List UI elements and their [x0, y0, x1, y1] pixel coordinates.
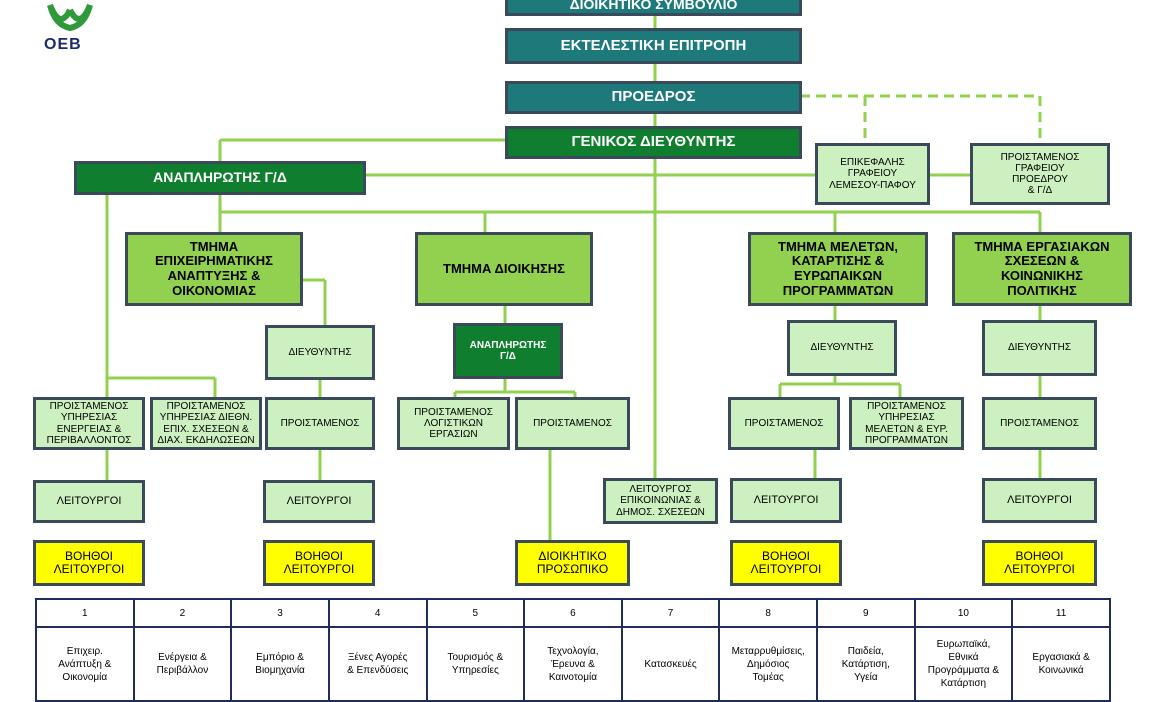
deputy-gd-admin[interactable]: ΑΝΑΠΛΗΡΩΤΗΣ Γ/Δ — [453, 323, 563, 379]
director-labour[interactable]: ΔΙΕΥΘΥΝΤΗΣ — [982, 320, 1097, 376]
sectors-number-row: 1 2 3 4 5 6 7 8 9 10 11 — [35, 598, 1111, 628]
officers-labour-label: ΛΕΙΤΟΥΡΓΟΙ — [1007, 494, 1072, 507]
officers-studies[interactable]: ΛΕΙΤΟΥΡΓΟΙ — [730, 478, 842, 523]
director-labour-label: ΔΙΕΥΘΥΝΤΗΣ — [1007, 342, 1072, 354]
dept-studies-label: ΤΜΗΜΑ ΜΕΛΕΤΩΝ, ΚΑΤΑΡΤΙΣΗΣ & ΕΥΡΩΠΑΙΚΩΝ Π… — [778, 238, 898, 298]
board-box[interactable]: ΔΙΟΙΚΗΤΙΚΟ ΣΥΜΒΟΥΛΙΟ — [505, 0, 802, 16]
deputy-gm-label: ΑΝΑΠΛΗΡΩΤΗΣ Γ/Δ — [153, 169, 287, 186]
president-label: ΠΡΟΕΔΡΟΣ — [611, 88, 696, 106]
sector-label: Τουρισμός & Υπηρεσίες — [425, 626, 526, 702]
sector-label: Τεχνολογία, Έρευνα & Καινοτομία — [523, 626, 623, 702]
head-studies-label: ΠΡΟΙΣΤΑΜΕΝΟΣ ΥΠΗΡΕΣΙΑΣ ΜΕΛΕΤΩΝ & ΕΥΡ. ΠΡ… — [865, 401, 948, 446]
deputy-gm-box[interactable]: ΑΝΑΠΛΗΡΩΤΗΣ Γ/Δ — [74, 161, 366, 195]
sector-number: 2 — [132, 598, 233, 628]
deputy-gd-admin-label: ΑΝΑΠΛΗΡΩΤΗΣ Γ/Δ — [469, 339, 547, 362]
sector-label: Ευρωπαϊκά, Εθνικά Προγράμματα & Κατάρτισ… — [913, 626, 1014, 702]
head-business[interactable]: ΠΡΟΙΣΤΑΜΕΝΟΣ — [265, 397, 375, 450]
head-labour-label: ΠΡΟΙΣΤΑΜΕΝΟΣ — [1000, 417, 1079, 429]
sector-number: 10 — [913, 598, 1014, 628]
sector-label: Εμπόριο & Βιομηχανία — [230, 626, 330, 702]
sector-number: 1 — [35, 598, 135, 628]
sector-label: Ξένες Αγορές & Επενδύσεις — [327, 626, 428, 702]
director-business-label: ΔΙΕΥΘΥΝΤΗΣ — [288, 346, 352, 358]
limassol-office-box[interactable]: ΕΠΙΚΕΦΑΛΗΣ ΓΡΑΦΕΙΟΥ ΛΕΜΕΣΟΥ-ΠΑΦΟΥ — [815, 143, 930, 205]
officers-labour[interactable]: ΛΕΙΤΟΥΡΓΟΙ — [982, 478, 1097, 523]
assistants-business-2-label: ΒΟΗΘΟΙ ΛΕΙΤΟΥΡΓΟΙ — [283, 548, 355, 576]
sector-label: Μεταρρυθμίσεις, Δημόσιος Τομέας — [718, 626, 818, 702]
executive-committee-label: ΕΚΤΕΛΕΣΤΙΚΗ ΕΠΙΤΡΟΠΗ — [560, 36, 747, 54]
officers-studies-label: ΛΕΙΤΟΥΡΓΟΙ — [753, 494, 819, 507]
assistants-studies-label: ΒΟΗΘΟΙ ΛΕΙΤΟΥΡΓΟΙ — [750, 548, 822, 576]
president-box[interactable]: ΠΡΟΕΔΡΟΣ — [505, 81, 802, 114]
officers-business-2-label: ΛΕΙΤΟΥΡΓΟΙ — [286, 495, 352, 508]
sector-label: Παιδεία, Κατάρτιση, Υγεία — [816, 626, 916, 702]
assistants-business-2[interactable]: ΒΟΗΘΟΙ ΛΕΙΤΟΥΡΓΟΙ — [263, 540, 375, 586]
assistants-business-1[interactable]: ΒΟΗΘΟΙ ΛΕΙΤΟΥΡΓΟΙ — [33, 540, 145, 586]
sector-label: Επιχειρ. Ανάπτυξη & Οικονομία — [35, 626, 135, 702]
president-office-box[interactable]: ΠΡΟΙΣΤΑΜΕΝΟΣ ΓΡΑΦΕΙΟΥ ΠΡΟΕΔΡΟΥ & Γ/Δ — [970, 143, 1110, 205]
sectors-label-row: Επιχειρ. Ανάπτυξη & Οικονομία Ενέργεια &… — [35, 626, 1111, 702]
dept-business[interactable]: ΤΜΗΜΑ ΕΠΙΧΕΙΡΗΜΑΤΙΚΗΣ ΑΝΑΠΤΥΞΗΣ & ΟΙΚΟΝΟ… — [125, 232, 303, 306]
director-business[interactable]: ΔΙΕΥΘΥΝΤΗΣ — [265, 325, 375, 380]
officers-business-1[interactable]: ΛΕΙΤΟΥΡΓΟΙ — [33, 480, 145, 523]
sector-label: Ενέργεια & Περιβάλλον — [132, 626, 233, 702]
head-studies[interactable]: ΠΡΟΙΣΤΑΜΕΝΟΣ ΥΠΗΡΕΣΙΑΣ ΜΕΛΕΤΩΝ & ΕΥΡ. ΠΡ… — [849, 397, 964, 450]
general-manager-label: ΓΕΝΙΚΟΣ ΔΙΕΥΘΥΝΤΗΣ — [571, 133, 736, 151]
admin-staff-label: ΔΙΟΙΚΗΤΙΚΟ ΠΡΟΣΩΠΙΚΟ — [536, 548, 609, 576]
sector-number: 5 — [425, 598, 526, 628]
admin-staff[interactable]: ΔΙΟΙΚΗΤΙΚΟ ΠΡΟΣΩΠΙΚΟ — [515, 540, 630, 586]
executive-committee-box[interactable]: ΕΚΤΕΛΕΣΤΙΚΗ ΕΠΙΤΡΟΠΗ — [505, 28, 802, 64]
assistants-business-1-label: ΒΟΗΘΟΙ ΛΕΙΤΟΥΡΓΟΙ — [53, 548, 125, 576]
dept-labour-label: ΤΜΗΜΑ ΕΡΓΑΣΙΑΚΩΝ ΣΧΕΣΕΩΝ & ΚΟΙΝΩΝΙΚΗΣ ΠΟ… — [974, 238, 1110, 298]
head-labour[interactable]: ΠΡΟΙΣΤΑΜΕΝΟΣ — [982, 397, 1097, 450]
pr-officer-label: ΛΕΙΤΟΥΡΓΟΣ ΕΠΙΚΟΙΝΩΝΙΑΣ & ΔΗΜΟΣ. ΣΧΕΣΕΩΝ — [616, 484, 705, 518]
general-manager-box[interactable]: ΓΕΝΙΚΟΣ ΔΙΕΥΘΥΝΤΗΣ — [505, 126, 802, 159]
dept-admin[interactable]: ΤΜΗΜΑ ΔΙΟΙΚΗΣΗΣ — [415, 232, 593, 306]
sector-label: Εργασιακά & Κοινωνικά — [1011, 626, 1111, 702]
head-business-label: ΠΡΟΙΣΤΑΜΕΝΟΣ — [280, 417, 360, 429]
director-studies-label: ΔΙΕΥΘΥΝΤΗΣ — [810, 342, 874, 354]
sector-number: 6 — [523, 598, 623, 628]
head-intl[interactable]: ΠΡΟΙΣΤΑΜΕΝΟΣ ΥΠΗΡΕΣΙΑΣ ΔΙΕΘΝ. ΕΠΙΧ. ΣΧΕΣ… — [150, 397, 262, 450]
head-studies-general[interactable]: ΠΡΟΙΣΤΑΜΕΝΟΣ — [728, 397, 840, 450]
sectors-table: 1 2 3 4 5 6 7 8 9 10 11 Επιχειρ. Ανάπτυξ… — [35, 598, 1111, 702]
oeb-logo-icon — [47, 3, 93, 32]
head-accounting[interactable]: ΠΡΟΙΣΤΑΜΕΝΟΣ ΛΟΓΙΣΤΙΚΩΝ ΕΡΓΑΣΙΩΝ — [397, 397, 510, 450]
president-office-label: ΠΡΟΙΣΤΑΜΕΝΟΣ ΓΡΑΦΕΙΟΥ ΠΡΟΕΔΡΟΥ & Γ/Δ — [1000, 151, 1080, 197]
officers-business-1-label: ΛΕΙΤΟΥΡΓΟΙ — [56, 495, 122, 508]
dept-studies[interactable]: ΤΜΗΜΑ ΜΕΛΕΤΩΝ, ΚΑΤΑΡΤΙΣΗΣ & ΕΥΡΩΠΑΙΚΩΝ Π… — [748, 232, 928, 306]
sector-number: 11 — [1011, 598, 1111, 628]
head-energy[interactable]: ΠΡΟΙΣΤΑΜΕΝΟΣ ΥΠΗΡΕΣΙΑΣ ΕΝΕΡΓΕΙΑΣ & ΠΕΡΙΒ… — [33, 397, 145, 450]
pr-officer[interactable]: ΛΕΙΤΟΥΡΓΟΣ ΕΠΙΚΟΙΝΩΝΙΑΣ & ΔΗΜΟΣ. ΣΧΕΣΕΩΝ — [603, 478, 718, 524]
sector-number: 3 — [230, 598, 330, 628]
head-energy-label: ΠΡΟΙΣΤΑΜΕΝΟΣ ΥΠΗΡΕΣΙΑΣ ΕΝΕΡΓΕΙΑΣ & ΠΕΡΙΒ… — [46, 401, 132, 446]
dept-labour[interactable]: ΤΜΗΜΑ ΕΡΓΑΣΙΑΚΩΝ ΣΧΕΣΕΩΝ & ΚΟΙΝΩΝΙΚΗΣ ΠΟ… — [952, 232, 1132, 306]
sector-number: 7 — [620, 598, 721, 628]
sector-number: 8 — [718, 598, 818, 628]
officers-business-2[interactable]: ΛΕΙΤΟΥΡΓΟΙ — [263, 480, 375, 523]
head-accounting-label: ΠΡΟΙΣΤΑΜΕΝΟΣ ΛΟΓΙΣΤΙΚΩΝ ΕΡΓΑΣΙΩΝ — [414, 406, 493, 441]
head-intl-label: ΠΡΟΙΣΤΑΜΕΝΟΣ ΥΠΗΡΕΣΙΑΣ ΔΙΕΘΝ. ΕΠΙΧ. ΣΧΕΣ… — [157, 401, 255, 446]
limassol-office-label: ΕΠΙΚΕΦΑΛΗΣ ΓΡΑΦΕΙΟΥ ΛΕΜΕΣΟΥ-ΠΑΦΟΥ — [829, 157, 916, 191]
director-studies[interactable]: ΔΙΕΥΘΥΝΤΗΣ — [787, 320, 897, 376]
sector-number: 4 — [327, 598, 428, 628]
dept-admin-label: ΤΜΗΜΑ ΔΙΟΙΚΗΣΗΣ — [443, 260, 565, 276]
head-admin[interactable]: ΠΡΟΙΣΤΑΜΕΝΟΣ — [515, 397, 630, 450]
assistants-studies[interactable]: ΒΟΗΘΟΙ ΛΕΙΤΟΥΡΓΟΙ — [730, 540, 842, 586]
sector-number: 9 — [816, 598, 916, 628]
assistants-labour-label: ΒΟΗΘΟΙ ΛΕΙΤΟΥΡΓΟΙ — [1004, 548, 1075, 576]
board-label: ΔΙΟΙΚΗΤΙΚΟ ΣΥΜΒΟΥΛΙΟ — [569, 0, 738, 13]
logo-text: ΟΕΒ — [44, 36, 82, 53]
dept-business-label: ΤΜΗΜΑ ΕΠΙΧΕΙΡΗΜΑΤΙΚΗΣ ΑΝΑΠΤΥΞΗΣ & ΟΙΚΟΝΟ… — [155, 238, 273, 298]
head-studies-general-label: ΠΡΟΙΣΤΑΜΕΝΟΣ — [744, 417, 824, 429]
sector-label: Κατασκευές — [620, 626, 721, 702]
head-admin-label: ΠΡΟΙΣΤΑΜΕΝΟΣ — [533, 417, 612, 429]
assistants-labour[interactable]: ΒΟΗΘΟΙ ΛΕΙΤΟΥΡΓΟΙ — [982, 540, 1097, 586]
